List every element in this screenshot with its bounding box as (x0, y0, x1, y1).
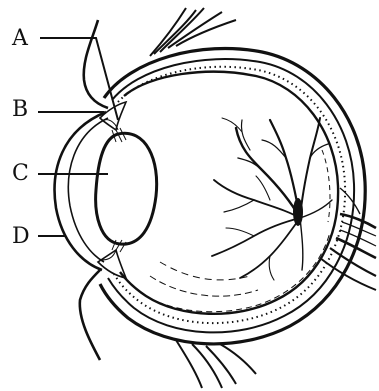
lens (96, 133, 157, 244)
inner-dashes (140, 232, 330, 312)
label-b: B (12, 99, 28, 121)
label-a: A (12, 28, 28, 50)
optic-disc (293, 198, 303, 226)
lower-eyelid (80, 270, 100, 360)
label-d: D (12, 226, 30, 248)
lower-muscles (176, 340, 256, 388)
label-c: C (12, 163, 29, 185)
retinal-vessels (212, 118, 332, 280)
